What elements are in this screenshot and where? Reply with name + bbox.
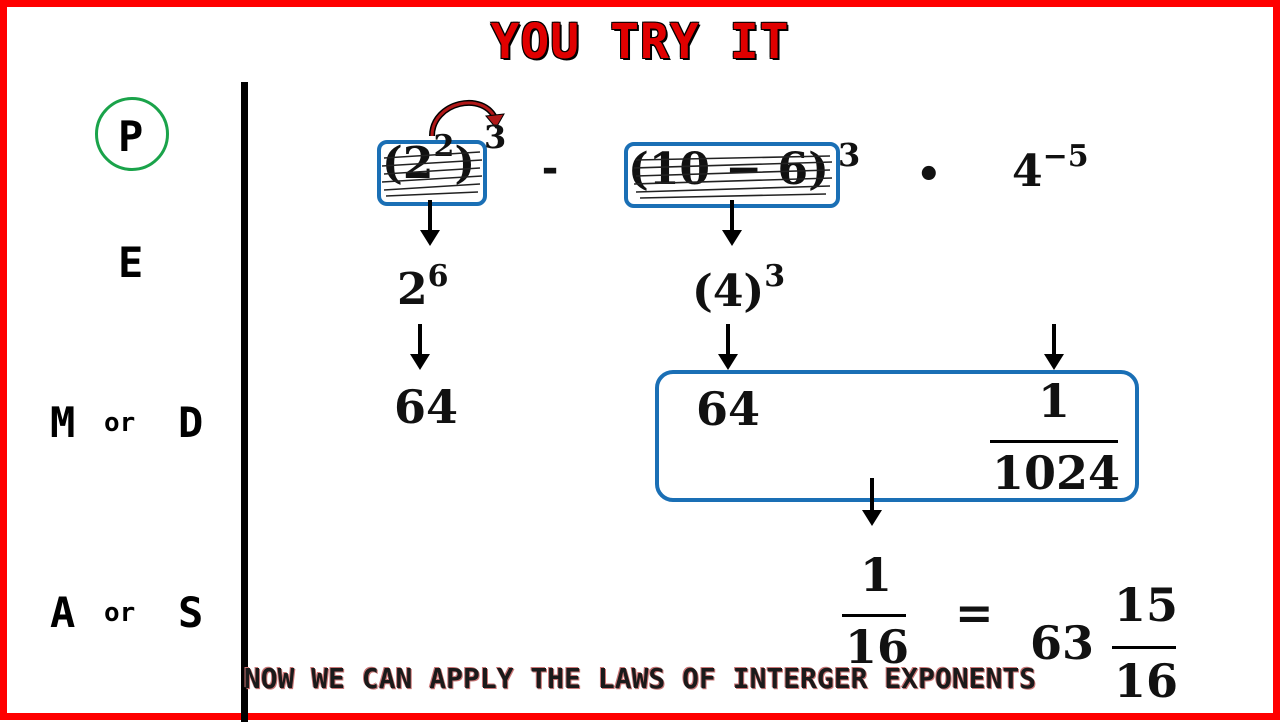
- step3-frac-denominator: 16: [845, 620, 910, 674]
- term3-exponent: −5: [1042, 139, 1089, 174]
- pemdas-or-as: or: [104, 598, 136, 628]
- slide-title: YOU TRY IT: [490, 14, 790, 70]
- mixed-whole: 63: [1030, 616, 1095, 670]
- term2-strike-scribble: [633, 155, 833, 199]
- step2-left: 64: [394, 380, 459, 434]
- arrow-term1-down: [420, 200, 440, 246]
- arrow-step1-left-down: [410, 324, 430, 370]
- mixed-denominator: 16: [1114, 654, 1179, 708]
- step2-product-box: [655, 370, 1139, 502]
- pemdas-m: M: [50, 398, 76, 447]
- pemdas-d: D: [178, 398, 204, 447]
- arrow-term2-down: [722, 200, 742, 246]
- step3-frac-numerator: 1: [860, 548, 893, 602]
- step1-left-base: 2: [397, 264, 428, 315]
- bottom-note: NOW WE CAN APPLY THE LAWS OF INTERGER EX…: [243, 662, 1037, 695]
- step1-right-inner: (4): [692, 266, 765, 317]
- minus-sign: -: [538, 146, 563, 192]
- mixed-numerator: 15: [1114, 578, 1179, 632]
- arrow-step1-right-down: [718, 324, 738, 370]
- vertical-divider: [241, 82, 248, 722]
- term1-box: [377, 140, 487, 206]
- curved-arrow-icon: [429, 99, 505, 137]
- step1-left: 26: [397, 259, 449, 315]
- term2-exponent: 3: [838, 136, 861, 174]
- step3-frac-bar: [842, 614, 906, 617]
- arrow-product-down: [862, 478, 882, 526]
- equals-sign: =: [955, 586, 994, 640]
- step1-right-exponent: 3: [764, 259, 786, 294]
- term3: 4−5: [1012, 139, 1089, 197]
- pemdas-p: P: [118, 112, 144, 161]
- term1-outer-exponent: 3: [484, 118, 507, 156]
- multiply-dot: •: [916, 152, 942, 198]
- pemdas-a: A: [50, 588, 76, 637]
- step2-frac-bar: [990, 440, 1118, 443]
- arrow-term3-down: [1044, 324, 1064, 370]
- pemdas-s: S: [178, 588, 204, 637]
- mixed-frac-bar: [1112, 646, 1176, 649]
- pemdas-e: E: [118, 238, 144, 287]
- term3-base: 4: [1012, 146, 1043, 197]
- term1-strike-scribble: [381, 151, 483, 197]
- p-circle-highlight: [95, 97, 169, 171]
- step1-left-exponent: 6: [427, 259, 449, 294]
- pemdas-or-md: or: [104, 408, 136, 438]
- step2-frac-denominator: 1024: [992, 446, 1121, 500]
- step1-right: (4)3: [692, 259, 785, 317]
- step2-middle: 64: [696, 382, 761, 436]
- step2-frac-numerator: 1: [1038, 374, 1071, 428]
